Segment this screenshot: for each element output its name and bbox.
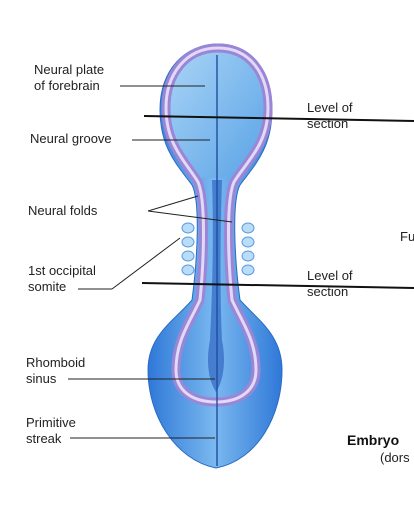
neural-folds-highlight [164, 46, 270, 404]
label-figure-fragment: Fu [400, 229, 414, 244]
label-neural-folds: Neural folds [28, 203, 98, 218]
caption-title: Embryo [347, 432, 400, 448]
label-level-bottom: Level of section [307, 268, 353, 299]
neural-groove-trough [208, 180, 224, 392]
label-rhomboid-sinus: Rhomboid sinus [26, 355, 86, 386]
label-level-top: Level of section [307, 100, 353, 131]
label-occipital-somite: 1st occipital somite [28, 263, 96, 294]
level-section-line-bottom [141, 282, 414, 289]
caption-subtitle: (dors [380, 450, 410, 465]
somites [181, 222, 255, 276]
label-primitive-streak: Primitive streak [26, 415, 76, 446]
leader-lines [68, 85, 233, 439]
label-neural-plate: Neural plate of forebrain [34, 62, 105, 93]
label-neural-groove: Neural groove [30, 131, 112, 146]
level-section-line-top [143, 115, 414, 122]
